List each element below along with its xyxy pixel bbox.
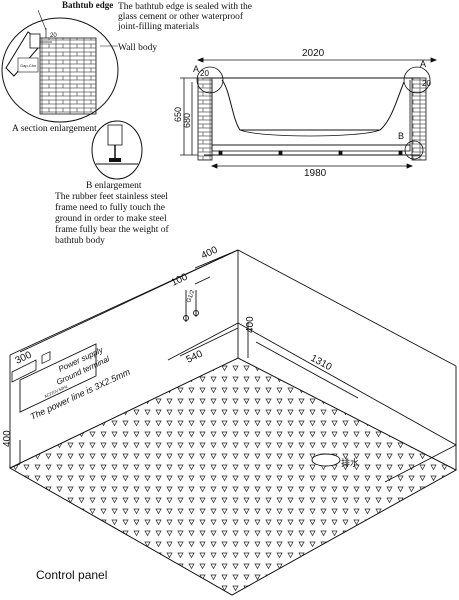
bathtub-edge-label: Bathtub edge bbox=[62, 0, 113, 10]
section-a-dim-20: 20 bbox=[50, 33, 57, 39]
leader-bathtub-edge bbox=[37, 9, 47, 31]
dim-650: 650 bbox=[173, 107, 183, 122]
sealing-note-line-2: glass cement or other waterproof bbox=[118, 11, 244, 22]
dim-400-right: 400 bbox=[245, 316, 256, 333]
section-a-title: A section enlargement bbox=[12, 124, 97, 134]
dim-1980: 1980 bbox=[304, 168, 327, 179]
label-a-right: A bbox=[420, 59, 426, 69]
section-a-circle bbox=[1, 17, 119, 123]
dim-edge-20-right: 20 bbox=[422, 79, 431, 88]
label-b: B bbox=[398, 131, 404, 141]
section-b-title: B enlargement bbox=[86, 181, 142, 191]
marker-a-left bbox=[196, 66, 224, 94]
dim-540: 540 bbox=[185, 349, 205, 366]
dim-2020: 2020 bbox=[302, 48, 325, 59]
feet-note-line-1: The rubber feet stainless steel bbox=[55, 191, 168, 202]
gap-chn-label: Gap-Chn bbox=[20, 63, 36, 68]
tub-elevation bbox=[180, 57, 438, 169]
valve-label: G1/2 bbox=[186, 289, 196, 304]
marker-a-right bbox=[403, 66, 431, 94]
dim-edge-20-left: 20 bbox=[200, 69, 209, 78]
sealing-note-line-3: joint-filling materials bbox=[117, 21, 199, 32]
feet-note-line-5: bathtub body bbox=[55, 236, 105, 246]
wall-body-bricks bbox=[39, 37, 97, 115]
label-a-left: A bbox=[193, 64, 199, 74]
room-plan bbox=[8, 249, 458, 596]
feet-note-line-3: ground in order to make steel bbox=[55, 214, 167, 224]
sealing-note-line-1: The bathtub edge is sealed with the bbox=[118, 2, 252, 12]
marker-b bbox=[404, 140, 424, 160]
wall-body-label: Wall body bbox=[118, 43, 157, 53]
dim-1310: 1310 bbox=[309, 353, 334, 373]
feet-note-line-2: frame need to fully touch the bbox=[55, 202, 165, 213]
section-b-circle bbox=[91, 120, 143, 180]
tub-feet bbox=[218, 150, 403, 156]
dim-680: 680 bbox=[182, 113, 192, 128]
feet-note-line-4: frame fully bear the weight of bbox=[55, 224, 170, 235]
section-b-enlargement bbox=[91, 120, 143, 180]
dim-400-left: 400 bbox=[2, 430, 13, 447]
drain-label: 排水 bbox=[341, 457, 359, 468]
control-panel-label: Control panel bbox=[36, 568, 107, 582]
power-box bbox=[19, 343, 97, 413]
drain-outlet bbox=[311, 453, 341, 467]
section-a-enlargement bbox=[1, 9, 119, 123]
